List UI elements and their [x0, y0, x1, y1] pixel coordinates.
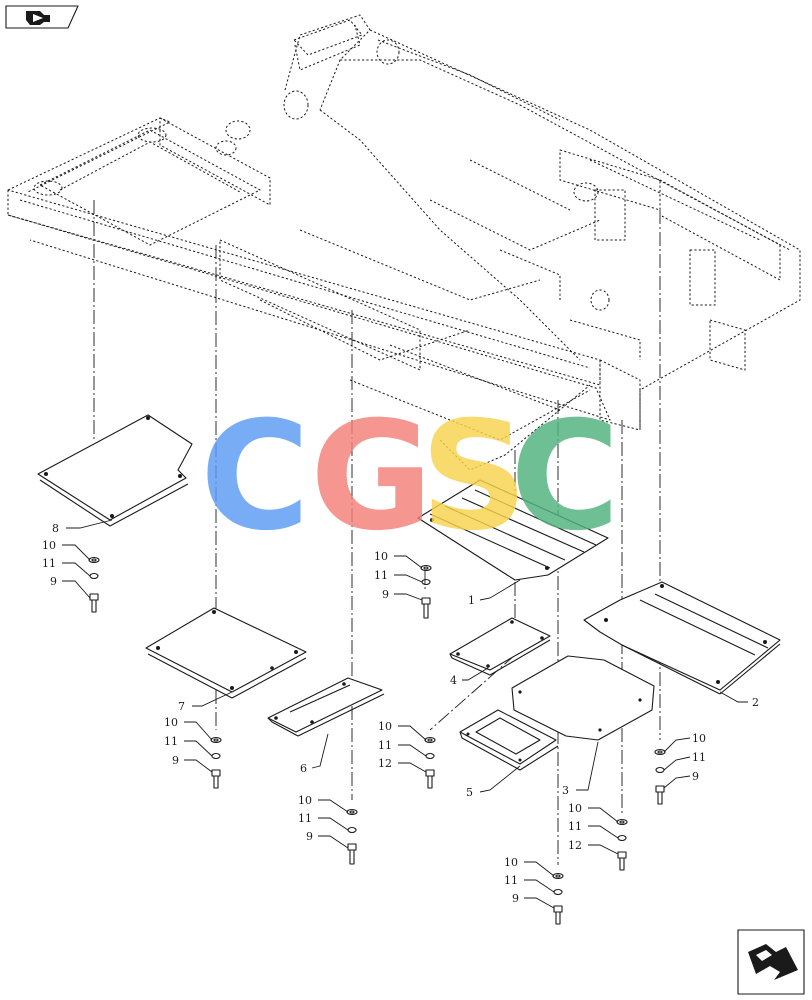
callout-4: 4	[450, 674, 457, 687]
callout-2: 2	[752, 696, 759, 709]
callout-3: 3	[562, 784, 569, 797]
plate-5	[459, 709, 559, 771]
callout-g1-1: 11	[374, 569, 388, 582]
callout-gb-1: 11	[504, 874, 518, 887]
hardware-stack-bottom	[552, 872, 564, 925]
callout-8: 8	[52, 522, 59, 535]
plate-1	[417, 479, 609, 581]
hardware-stack-6	[346, 808, 358, 865]
next-page-button[interactable]	[737, 929, 805, 995]
callout-gb-0: 10	[504, 856, 518, 869]
plate-7	[145, 607, 307, 699]
callout-g7-0: 10	[164, 716, 178, 729]
callout-g8-2: 9	[50, 575, 57, 588]
callout-g8-0: 10	[42, 539, 56, 552]
callout-g3-0: 10	[568, 802, 582, 815]
watermark-letter-1: C	[200, 390, 310, 564]
callout-g7-1: 11	[164, 735, 178, 748]
callout-g4-0: 10	[378, 720, 392, 733]
plate-6	[267, 677, 385, 737]
callout-gb-2: 9	[512, 892, 519, 905]
hardware-stack-2	[654, 748, 666, 805]
hardware-stack-3	[616, 818, 628, 871]
next-page-arrow-icon	[748, 944, 798, 980]
hardware-stack-8	[88, 556, 100, 613]
hardware-stack-7	[210, 736, 222, 789]
callout-7: 7	[178, 700, 185, 713]
watermark-letter-2: G	[310, 390, 433, 564]
callout-g1-2: 9	[382, 588, 389, 601]
chassis-frame	[7, 14, 801, 471]
callout-g2-0: 10	[692, 732, 706, 745]
watermark-letter-3: S	[420, 390, 528, 564]
callout-g8-1: 11	[42, 557, 56, 570]
part-callouts: 8 1 4 7 6 5 3 2 10 11 9 10 11 9 10 11 9 …	[42, 522, 759, 905]
callout-g2-2: 9	[692, 770, 699, 783]
plate-8	[37, 414, 193, 527]
callout-6: 6	[300, 762, 307, 775]
callout-5: 5	[466, 786, 473, 799]
callout-g6-0: 10	[298, 794, 312, 807]
previous-page-arrow-icon	[26, 11, 50, 25]
callout-g6-1: 11	[298, 812, 312, 825]
watermark-letter-4: C	[510, 390, 620, 564]
callout-g2-1: 11	[692, 751, 706, 764]
callout-g6-2: 9	[306, 830, 313, 843]
plate-4	[449, 617, 551, 676]
plate-2	[583, 581, 781, 695]
prev-page-button[interactable]	[5, 5, 79, 29]
callout-g3-1: 11	[568, 820, 582, 833]
callout-1: 1	[468, 594, 475, 607]
hardware-stack-1	[420, 564, 432, 619]
watermark: C G S C	[200, 390, 620, 564]
hardware-stack-4	[424, 736, 436, 789]
callout-g4-1: 11	[378, 739, 392, 752]
gasket-3	[511, 655, 655, 741]
callout-g1-0: 10	[374, 550, 388, 563]
leader-lines	[62, 519, 748, 909]
callout-g4-2: 12	[378, 757, 392, 770]
callout-g7-2: 9	[172, 754, 179, 767]
callout-g3-2: 12	[568, 839, 582, 852]
